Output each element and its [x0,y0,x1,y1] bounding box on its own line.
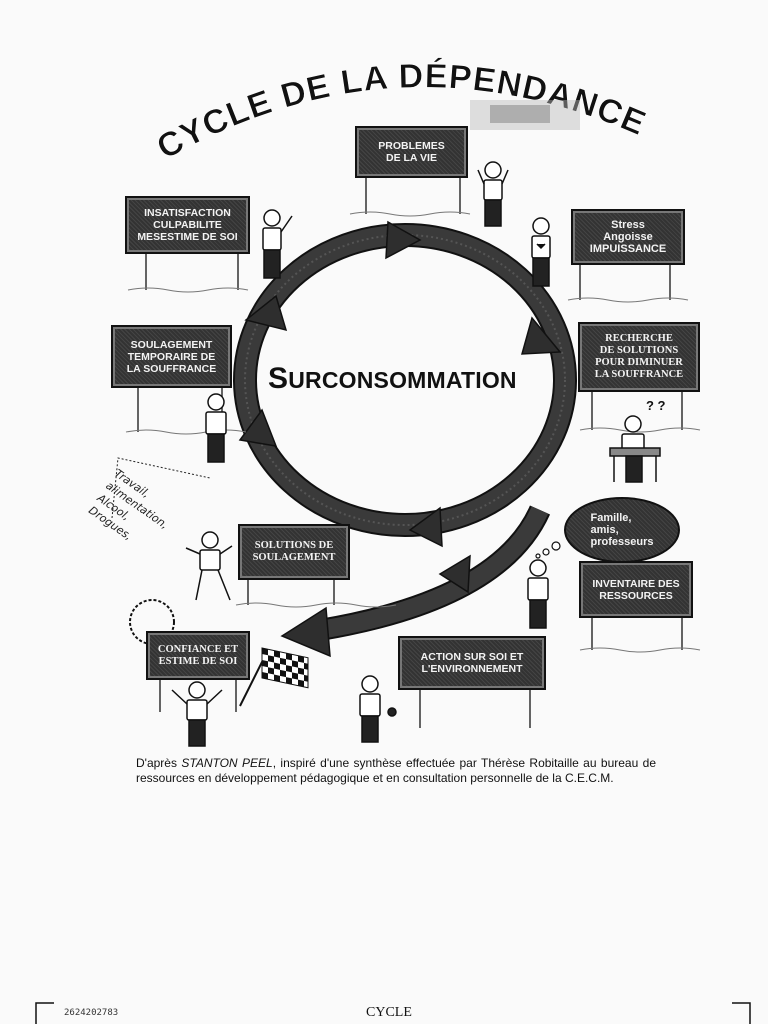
figure-problemes [477,161,509,227]
figure-insatisfaction [262,209,293,279]
wreath-icon [129,599,175,645]
center-label: SURCONSOMMATION [268,362,550,398]
sign-inventaire-des-ressources: INVENTAIRE DES RESSOURCES [579,561,693,618]
sign-soulagement-temporaire: SOULAGEMENT TEMPORAIRE DE LA SOUFFRANCE [111,325,232,388]
sign-problemes-de-la-vie: PROBLEMES DE LA VIE [355,126,468,178]
sign-stress-angoisse: Stress Angoisse IMPUISSANCE [571,209,685,265]
center-label-initial: S [268,362,289,395]
sign-solutions-de-soulagement: SOLUTIONS DE SOULAGEMENT [238,524,350,580]
figure-soulagement [205,393,227,463]
footer-label: CYCLE [366,1005,412,1020]
title-speckle [470,100,580,130]
checkered-flag [239,647,309,707]
sign-posts [137,178,683,728]
thought-bubble-famille: Famille, amis, professeurs [564,497,680,563]
ring-arrowhead-upper-left [244,294,288,332]
exit-mid-arrowhead [438,554,471,594]
sign-insatisfaction: INSATISFACTION CULPABILITE MESESTIME DE … [125,196,250,254]
figure-recherche [609,415,661,483]
ring-arrowhead-right [520,316,562,355]
figure-solutions [185,531,233,601]
figure-inventaire [527,559,549,629]
ring-arrowhead-left [238,408,278,447]
ring-arrowhead-bottom [408,506,443,548]
sign-confiance-et-estime: CONFIANCE ET ESTIME DE SOI [146,631,250,680]
credit-text: D'après STANTON PEEL, inspiré d'une synt… [136,756,657,785]
sign-recherche-de-solutions: RECHERCHE DE SOLUTIONS POUR DIMINUER LA … [578,322,700,392]
figure-action [359,675,397,743]
center-label-rest: URCONSOMMATION [288,367,517,393]
figure-stress [531,217,551,287]
page-frame-marks [35,1002,751,1024]
thought-dots [535,541,561,559]
list-dashes [111,457,211,519]
figure-confiance [171,681,223,747]
exit-arrowhead [280,606,331,658]
exit-arrow [280,505,551,658]
document-id: 2624202783 [64,1008,119,1018]
cycle-ring [233,220,577,548]
question-marks: ? ? [646,398,666,413]
ring-arrowhead-top [385,220,422,260]
sign-action-sur-soi: ACTION SUR SOI ET L'ENVIRONNEMENT [398,636,546,690]
